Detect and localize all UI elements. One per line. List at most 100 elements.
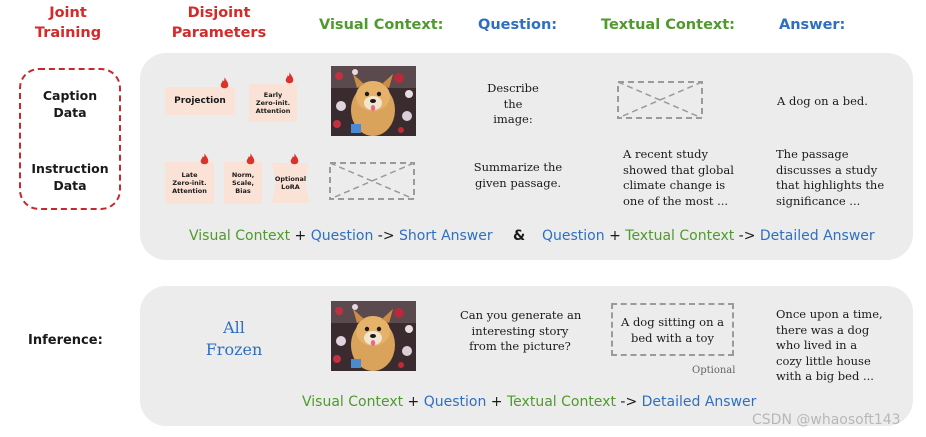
inference-context-line2: bed with a toy: [631, 330, 714, 345]
flame-icon: [200, 153, 209, 165]
inference-question-line2: interesting story: [471, 323, 569, 338]
textual-context-header: Textual Context:: [601, 17, 735, 33]
caption-data-line2: Data: [53, 105, 87, 120]
formula-detailed-answer: Detailed Answer: [759, 228, 875, 244]
formula-plus: +: [486, 394, 507, 410]
late-zero-init-attention-card: Late Zero-init. Attention: [165, 162, 214, 204]
norm-line3: Bias: [235, 187, 251, 195]
inference-answer-line3: who lived in a: [776, 338, 858, 352]
instruction-context-line2: showed that global: [623, 162, 734, 177]
inference-question-line3: from the picture?: [469, 339, 571, 353]
inference-textual-context: A dog sitting on a bed with a toy: [611, 315, 734, 346]
formula-plus: +: [403, 394, 424, 410]
instruction-answer-line2: discusses a study: [776, 162, 878, 177]
instruction-data-line2: Data: [53, 178, 87, 193]
joint-training-line2: Training: [34, 25, 102, 41]
formula-plus: +: [604, 228, 626, 244]
early-zero-init-attention-card: Early Zero-init. Attention: [249, 84, 297, 122]
norm-line1: Norm,: [231, 171, 255, 179]
empty-textual-context-placeholder: [617, 81, 703, 119]
disjoint-parameters-line2: Parameters: [171, 25, 267, 41]
formula-question: Question: [423, 394, 487, 410]
formula-short-answer: Short Answer: [399, 228, 493, 244]
data-types-box: [19, 68, 121, 210]
formula-visual-context: Visual Context: [189, 228, 291, 244]
lora-line1: Optional: [274, 175, 307, 183]
caption-data-line1: Caption: [42, 88, 98, 103]
instruction-question-line1: Summarize the: [473, 160, 563, 174]
late-line2: Zero-init.: [172, 179, 207, 187]
inference-textual-context-box: [611, 303, 734, 356]
early-line1: Early: [263, 91, 283, 99]
inference-formula: Visual Context + Question + Textual Cont…: [302, 394, 756, 410]
inference-answer-line2: there was a dog: [776, 322, 870, 337]
formula-ampersand: &: [513, 228, 526, 244]
formula-arrow: ->: [615, 394, 642, 410]
flame-icon: [220, 77, 229, 89]
dog-photo: [331, 301, 416, 371]
instruction-answer: The passage discusses a study that highl…: [776, 147, 884, 209]
late-line3: Attention: [172, 187, 207, 195]
training-formula-detailed: Question + Textual Context -> Detailed A…: [542, 228, 875, 244]
instruction-data-line1: Instruction: [31, 161, 109, 176]
all-frozen-line2: Frozen: [205, 340, 263, 359]
flame-icon: [285, 72, 294, 84]
flame-icon: [246, 153, 255, 165]
dog-photo: [331, 66, 416, 136]
formula-textual-context: Textual Context: [507, 394, 616, 410]
instruction-answer-line4: significance ...: [776, 193, 861, 208]
inference-question: Can you generate an interesting story fr…: [460, 308, 582, 355]
inference-panel: [140, 286, 913, 426]
watermark: CSDN @whaosoft143: [752, 412, 901, 428]
caption-data-label: Caption Data: [22, 87, 118, 121]
norm-line2: Scale,: [231, 179, 255, 187]
instruction-context-line4: one of the most ...: [623, 193, 729, 208]
inference-question-line1: Can you generate an: [460, 308, 582, 322]
projection-label: Projection: [174, 96, 226, 106]
lora-line2: LoRA: [281, 183, 300, 191]
formula-arrow: ->: [373, 228, 400, 244]
instruction-answer-line3: that highlights the: [776, 178, 885, 192]
optional-lora-card: Optional LoRA: [272, 163, 309, 203]
caption-answer: A dog on a bed.: [777, 94, 868, 108]
joint-training-line1: Joint: [49, 5, 87, 21]
inference-answer-line4: cozy little house: [776, 353, 871, 368]
caption-question-line2: the: [503, 96, 523, 111]
inference-answer: Once upon a time, there was a dog who li…: [776, 307, 883, 385]
flame-icon: [290, 153, 299, 165]
formula-question: Question: [542, 228, 605, 244]
instruction-question-line2: given passage.: [474, 175, 562, 190]
early-line3: Attention: [255, 107, 291, 115]
instruction-context-line1: A recent study: [623, 147, 708, 161]
disjoint-parameters-header: Disjoint Parameters: [164, 3, 274, 43]
inference-label: Inference:: [28, 333, 103, 348]
inference-answer-line1: Once upon a time,: [776, 307, 883, 321]
training-formula-short: Visual Context + Question -> Short Answe…: [189, 228, 493, 244]
all-frozen-label: All Frozen: [197, 317, 271, 361]
caption-question: Describe the image:: [468, 81, 558, 128]
instruction-context-line3: climate change is: [623, 178, 726, 192]
joint-training-header: Joint Training: [26, 3, 110, 43]
early-line2: Zero-init.: [255, 99, 291, 107]
projection-card: Projection: [165, 87, 235, 115]
caption-question-line1: Describe: [487, 81, 539, 95]
late-line1: Late: [181, 171, 198, 179]
inference-answer-line5: with a big bed ...: [776, 369, 874, 383]
empty-visual-context-placeholder: [329, 162, 415, 200]
formula-textual-context: Textual Context: [625, 228, 735, 244]
instruction-answer-line1: The passage: [776, 147, 849, 161]
answer-header: Answer:: [779, 17, 846, 33]
instruction-textual-context: A recent study showed that global climat…: [623, 147, 734, 209]
all-frozen-line1: All: [223, 318, 245, 337]
formula-detailed-answer: Detailed Answer: [641, 394, 757, 410]
formula-visual-context: Visual Context: [302, 394, 404, 410]
formula-question: Question: [310, 228, 374, 244]
disjoint-parameters-line1: Disjoint: [187, 5, 251, 21]
formula-arrow: ->: [734, 228, 760, 244]
instruction-question: Summarize the given passage.: [468, 160, 568, 191]
instruction-data-label: Instruction Data: [22, 160, 118, 194]
inference-context-line1: A dog sitting on a: [620, 315, 725, 329]
optional-label: Optional: [692, 365, 736, 376]
caption-question-line3: image:: [493, 112, 533, 126]
visual-context-header: Visual Context:: [319, 17, 444, 33]
